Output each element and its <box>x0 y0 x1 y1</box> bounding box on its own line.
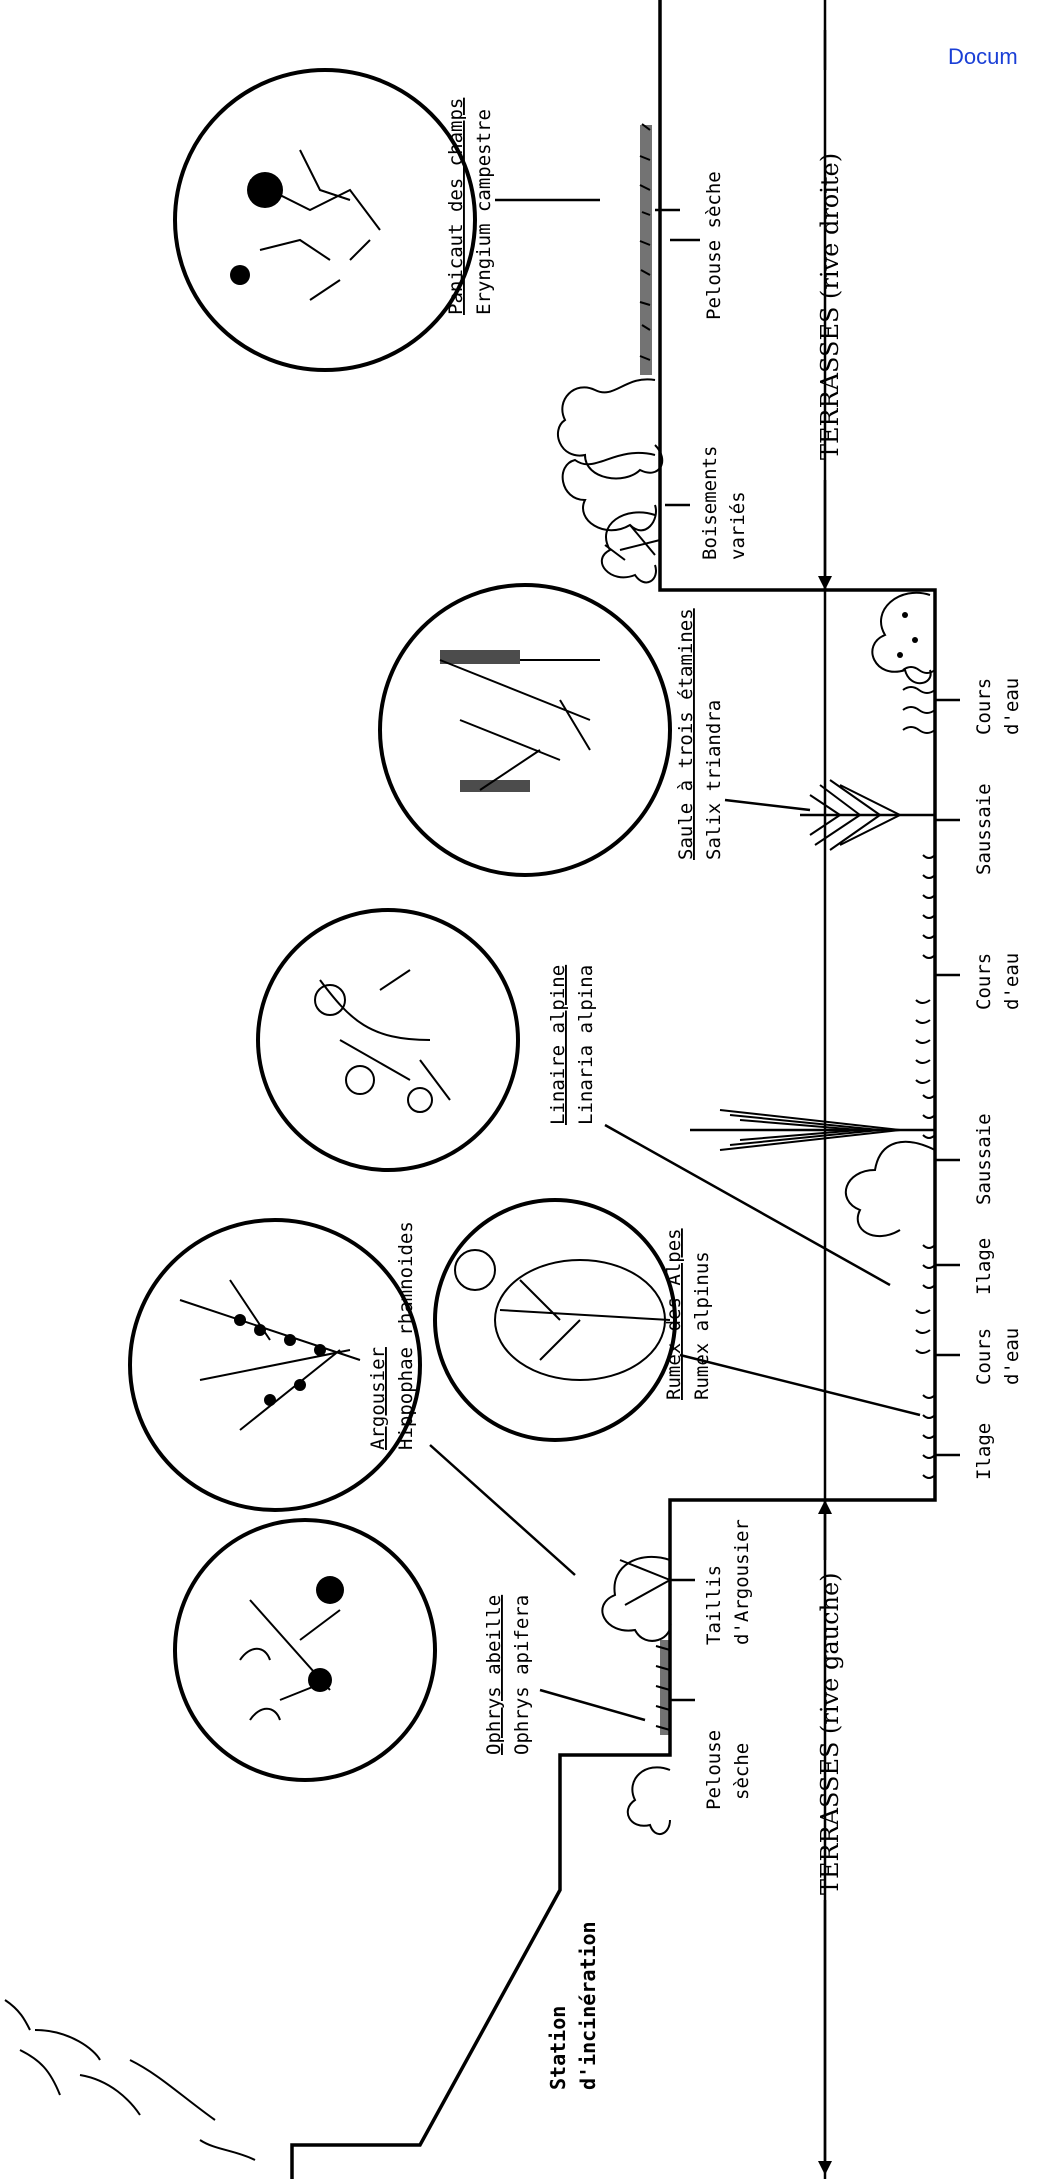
woodland-icon <box>558 379 662 582</box>
zone-pelouse-gauche-2: sèche <box>731 1743 753 1800</box>
zone-cours-2-2: d'eau <box>1001 953 1023 1010</box>
saule-common-name: Saule à trois étamines <box>675 608 697 860</box>
zone-saussaie-1: Saussaie <box>973 1113 995 1205</box>
rumex-latin-name: Rumex alpinus <box>691 1251 713 1400</box>
panicaut-latin-name: Eryngium campestre <box>473 109 495 315</box>
zone-cours-1-1: Cours <box>973 1328 995 1385</box>
gravel-bar-icon <box>916 855 935 1138</box>
terrace-right-label: TERRASSES (rive droite) <box>816 153 844 460</box>
leader-lines <box>430 200 960 1720</box>
zone-pelouse-gauche-1: Pelouse <box>703 1730 725 1810</box>
station-label-1: Station <box>546 2006 570 2090</box>
zone-cours-1-2: d'eau <box>1001 1328 1023 1385</box>
linaire-latin-name: Linaria alpina <box>575 965 597 1125</box>
zone-cours-3-1: Cours <box>973 678 995 735</box>
plant-illustrations <box>130 70 675 1780</box>
willow-tree-icon <box>800 780 935 850</box>
saule-circle <box>380 585 670 875</box>
zone-taillis-1: Taillis <box>703 1565 725 1645</box>
station-label-2: d'incinération <box>576 1921 600 2090</box>
linaire-circle <box>258 910 518 1170</box>
panicaut-common-name: Panicaut des champs <box>445 98 467 315</box>
zone-boisements-2: variés <box>727 491 749 560</box>
saule-latin-name: Salix triandra <box>703 700 725 860</box>
rumex-common-name: Rumex des Alpes <box>663 1228 685 1400</box>
poplar-tree-icon <box>690 1110 935 1236</box>
rumex-circle <box>435 1200 675 1440</box>
panicaut-circle <box>175 70 475 370</box>
terrace-left-label: TERRASSES (rive gauche) <box>816 1572 844 1895</box>
ophrys-latin-name: Ophrys apifera <box>511 1595 533 1755</box>
zone-cours-2-1: Cours <box>973 953 995 1010</box>
argousier-common-name: Argousier <box>367 1347 389 1450</box>
grass-tufts-left <box>656 1640 670 1735</box>
zone-pelouse-droite: Pelouse sèche <box>703 171 725 320</box>
zone-boisements-1: Boisements <box>699 446 721 560</box>
argousier-latin-name: Hippophae rhamnoides <box>395 1221 417 1450</box>
zone-saussaie-2: Saussaie <box>973 783 995 875</box>
linaire-common-name: Linaire alpine <box>547 965 569 1125</box>
zone-cours-3-2: d'eau <box>1001 678 1023 735</box>
smoke-icon <box>5 2000 255 2160</box>
zone-ilage-2: Ilage <box>973 1238 995 1295</box>
ophrys-common-name: Ophrys abeille <box>483 1595 505 1755</box>
ophrys-circle <box>175 1520 435 1780</box>
zone-taillis-2: d'Argousier <box>731 1519 753 1645</box>
sea-buckthorn-bush-icon <box>602 1557 670 1641</box>
shrub-icon <box>628 1767 670 1834</box>
bush-icon <box>872 593 930 683</box>
grass-tufts-right <box>640 124 652 375</box>
zone-ilage-1: Ilage <box>973 1423 995 1480</box>
gravel-bar-icon-2 <box>916 1245 935 1478</box>
